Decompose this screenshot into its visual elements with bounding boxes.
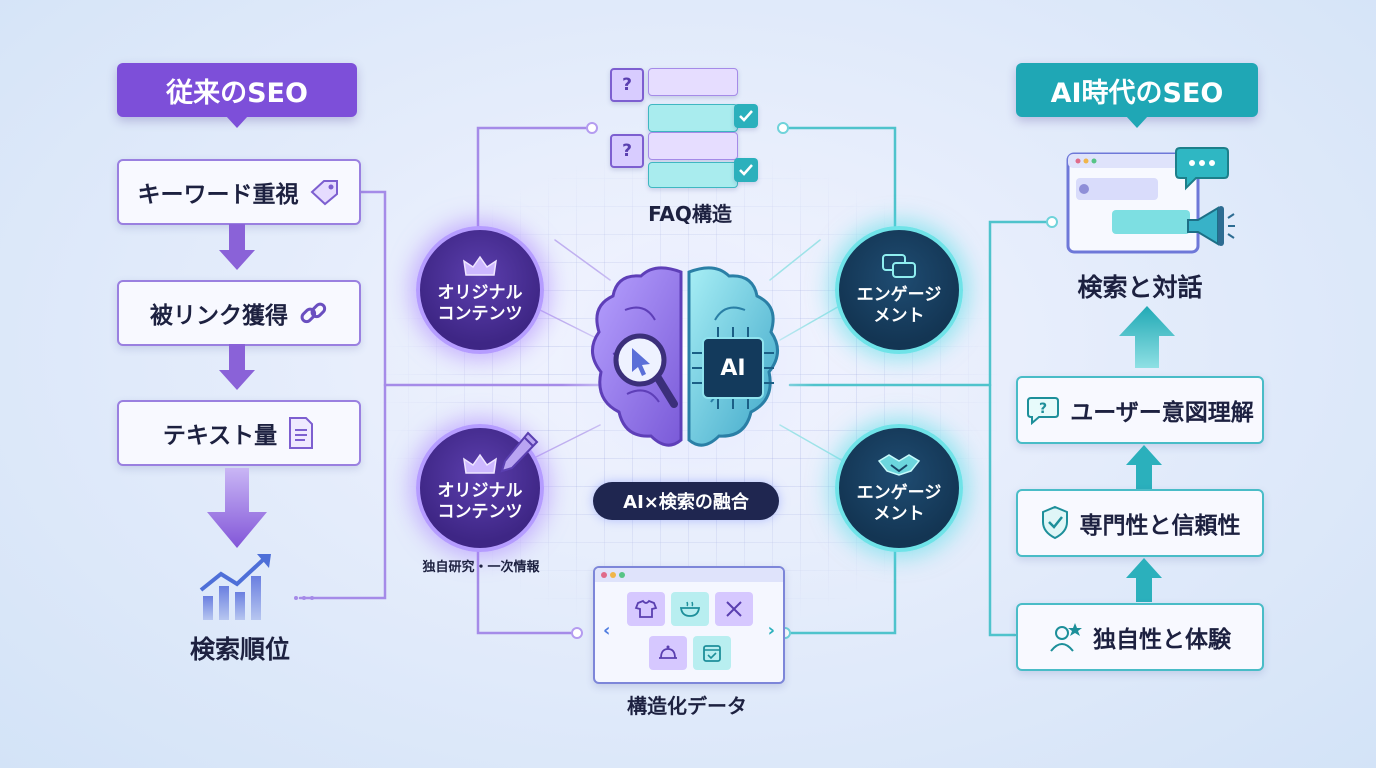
utensils-icon: [715, 592, 753, 626]
handshake-icon: [877, 453, 921, 476]
shirt-icon: [627, 592, 665, 626]
expertise-trust-label: 専門性と信頼性: [1079, 513, 1241, 539]
ai-era-seo-header: AI時代のSEO: [1016, 63, 1258, 128]
keyword-focus-box: キーワード重視: [117, 159, 361, 225]
question-icon: ?: [610, 68, 644, 102]
text-volume-label: テキスト量: [162, 423, 278, 449]
link-icon: [298, 298, 328, 328]
ai-chip-label: AI: [702, 337, 764, 399]
arrow-up-icon: [1126, 558, 1162, 602]
user-intent-label: ユーザー意図理解: [1070, 400, 1254, 426]
check-icon: [734, 104, 758, 128]
original-content-label: オリジナル コンテンツ: [437, 282, 523, 324]
arrow-up-icon: [1119, 306, 1175, 368]
expertise-trust-box: 専門性と信頼性: [1016, 489, 1264, 557]
calendar-icon: [693, 636, 731, 670]
crown-icon: [463, 255, 497, 276]
bowl-icon: [671, 592, 709, 626]
faq-answer-bubble: [648, 104, 738, 132]
faq-question-bubble: [648, 132, 738, 160]
check-icon: [734, 158, 758, 182]
uniqueness-experience-label: 独自性と体験: [1093, 627, 1231, 653]
shield-icon: [1040, 505, 1070, 541]
arrow-down-icon: [219, 344, 255, 390]
chat-icon: [882, 253, 916, 278]
text-volume-box: テキスト量: [117, 400, 361, 466]
traditional-seo-header: 従来のSEO: [117, 63, 357, 128]
faq-question-bubble: [648, 68, 738, 96]
original-content-circle-top: オリジナル コンテンツ: [416, 226, 544, 354]
search-ranking-label: 検索順位: [189, 635, 290, 664]
structured-data-card: ‹ ›: [593, 566, 785, 684]
faq-answer-bubble: [648, 162, 738, 188]
ai-search-fusion-badge: AI×検索の融合: [593, 482, 779, 520]
browser-bar: [595, 568, 783, 582]
structured-data-label: 構造化データ: [627, 694, 747, 718]
pencil-icon: [500, 431, 539, 473]
question-chat-icon: ?: [1026, 395, 1060, 425]
growth-chart-icon: [199, 554, 271, 620]
tag-icon: [309, 178, 341, 206]
faq-structure-label: FAQ構造: [648, 202, 732, 226]
backlink-label: 被リンク獲得: [150, 303, 288, 329]
chevron-left-icon[interactable]: ‹: [603, 620, 611, 641]
original-research-caption: 独自研究・一次情報: [422, 560, 540, 575]
magnifier-icon: [613, 333, 678, 408]
chat-icon: [1175, 147, 1229, 191]
faq-illustration: ? ?: [610, 66, 770, 190]
engagement-circle-bottom: エンゲージ メント: [835, 424, 963, 552]
crown-icon: [463, 453, 497, 474]
browser-window-icon: [1066, 152, 1200, 254]
browser-chat-illustration: [1066, 147, 1236, 254]
uniqueness-experience-box: 独自性と体験: [1016, 603, 1264, 671]
chevron-right-icon[interactable]: ›: [767, 620, 775, 641]
user-star-icon: [1049, 621, 1083, 653]
original-content-circle-bottom: オリジナル コンテンツ: [416, 424, 544, 552]
engagement-label: エンゲージ メント: [856, 482, 942, 524]
arrow-up-icon: [1126, 445, 1162, 489]
arrow-down-icon: [219, 224, 255, 270]
arrow-down-icon: [207, 468, 267, 548]
user-intent-box: ? ユーザー意図理解: [1016, 376, 1264, 444]
question-icon: ?: [610, 134, 644, 168]
keyword-focus-label: キーワード重視: [137, 182, 299, 208]
cloche-icon: [649, 636, 687, 670]
svg-text:?: ?: [1039, 401, 1047, 417]
ai-chip-icon: AI: [692, 327, 774, 409]
engagement-label: エンゲージ メント: [856, 284, 942, 326]
megaphone-icon: [1187, 206, 1235, 246]
original-content-label: オリジナル コンテンツ: [437, 480, 523, 522]
engagement-circle-top: エンゲージ メント: [835, 226, 963, 354]
backlink-box: 被リンク獲得: [117, 280, 361, 346]
document-icon: [287, 416, 315, 450]
search-dialogue-label: 検索と対話: [1077, 273, 1203, 302]
